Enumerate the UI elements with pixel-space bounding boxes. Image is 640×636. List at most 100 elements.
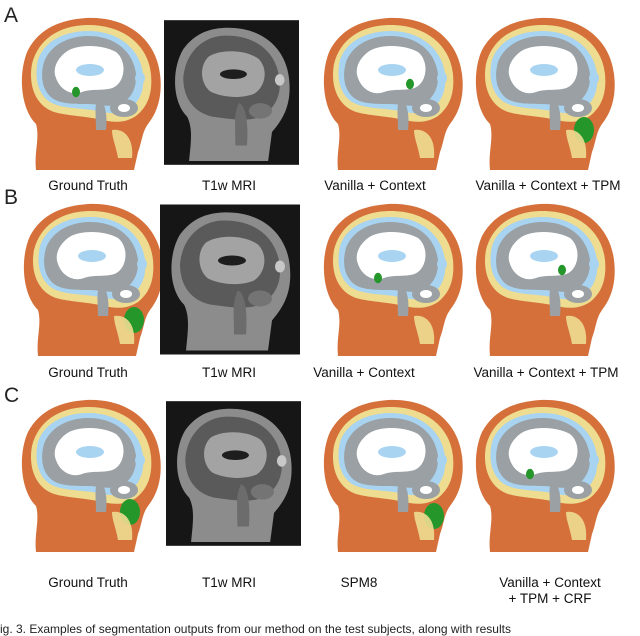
soft-tissue-region [112,511,133,540]
caption: T1w MRI [202,365,256,380]
eye-region [274,74,285,86]
caption: Vanilla + Context [313,365,415,380]
caption: SPM8 [340,575,378,590]
caption: T1w MRI [202,575,256,590]
eye-region [276,455,287,467]
vanilla-context-segmentation [318,12,468,172]
caption: T1w MRI [202,178,256,193]
eye-region [437,454,447,466]
ventricle-region [76,64,104,76]
eye-region [589,72,599,84]
cerebellum-region [248,103,272,119]
vanilla-context-tpm-segmentation [470,198,620,358]
cerebellum-white-matter [120,290,132,298]
eye-region [275,260,285,273]
caption: Ground Truth [48,365,128,380]
ventricle-region [218,255,246,266]
caption: Vanilla + Context + TPM + CRF [499,575,601,606]
soft-tissue-region [566,129,587,158]
eye-region [135,72,145,84]
brainstem-region [549,284,561,316]
figure-caption: ig. 3. Examples of segmentation outputs … [0,622,511,636]
cerebellum-white-matter [118,486,130,494]
brainstem-region [95,98,107,130]
caption: Vanilla + Context + TPM [475,178,621,193]
ventricle-region [530,446,558,458]
ventricle-region [530,64,558,76]
ventricle-region [78,250,106,262]
cerebellum-white-matter [420,104,432,112]
segmentation-figure [323,399,463,552]
cerebellum-region [248,290,272,307]
caption: Vanilla + Context [324,178,426,193]
brainstem-region [397,284,409,316]
brainstem-region [397,98,409,130]
brainstem-region [397,480,409,512]
brainstem-region [235,103,248,146]
segmentation-figure [323,17,463,171]
soft-tissue-region [414,315,435,344]
cerebellum-white-matter [420,486,432,494]
soft-tissue-region [414,129,435,158]
ventricle-region [219,69,247,79]
spm8-segmentation [318,394,468,554]
segmentation-figure [475,203,615,356]
eye-region [135,454,145,466]
mri-figure [164,20,299,165]
t1w-mri-image [164,20,299,165]
cerebellum-white-matter [572,486,584,494]
t1w-mri-image [166,396,301,551]
cerebellum-white-matter [572,290,584,298]
lesion-region [406,78,414,90]
segmentation-figure [323,203,463,356]
row-letter: A [4,4,19,27]
soft-tissue-region [112,129,133,158]
caption: Ground Truth [48,178,128,193]
segmentation-figure [475,17,615,171]
ventricle-region [221,450,249,460]
segmentation-figure [23,203,163,356]
row-letter: B [4,186,19,209]
caption: Vanilla + Context + TPM [473,365,619,380]
brainstem-region [549,480,561,512]
row-b: B Ground Truth T1w MRI Vanilla + Context… [0,180,640,385]
lesion-region [526,468,534,480]
eye-region [437,72,447,84]
ground-truth-segmentation [16,394,166,554]
eye-region [589,258,599,270]
lesion-region [558,264,566,276]
brainstem-region [95,480,107,512]
soft-tissue-region [566,511,587,540]
brainstem-region [97,284,109,316]
cerebellum-white-matter [420,290,432,298]
cerebellum-white-matter [118,104,130,112]
cerebellum-region [250,484,274,500]
ventricle-region [378,64,406,76]
mri-figure [166,401,301,546]
lesion-region [374,272,382,284]
eye-region [437,258,447,270]
segmentation-figure [21,399,161,552]
brainstem-region [233,290,247,335]
segmentation-figure [21,17,161,171]
soft-tissue-region [114,315,135,344]
row-letter: C [4,384,20,407]
caption: Ground Truth [48,575,128,590]
eye-region [589,454,599,466]
ground-truth-segmentation [18,198,168,358]
soft-tissue-region [566,315,587,344]
ground-truth-segmentation [16,12,166,172]
ventricle-region [76,446,104,458]
ventricle-region [530,250,558,262]
eye-region [137,258,147,270]
row-a: A Ground Truth T1w MRI Vanilla + Context… [0,0,640,200]
brainstem-region [237,484,250,527]
row-c: C Ground Truth T1w MRI SPM8 Vanilla + Co… [0,380,640,615]
ventricle-region [378,446,406,458]
vanilla-context-segmentation [318,198,468,358]
vanilla-context-tpm-segmentation [470,12,620,172]
t1w-mri-image [160,202,300,357]
soft-tissue-region [414,511,435,540]
vanilla-context-tpm-crf-segmentation [470,394,620,554]
mri-figure [160,204,300,355]
